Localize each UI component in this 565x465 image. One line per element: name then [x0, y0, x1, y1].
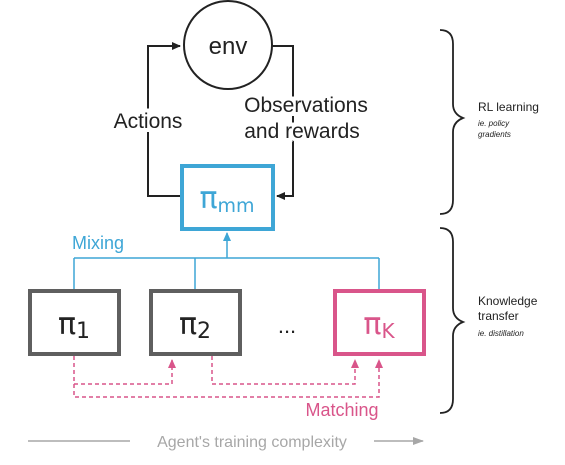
mixer-policy-box	[180, 164, 275, 231]
matching-1-to-k	[73, 359, 383, 398]
mixer-policy-label: πmm	[199, 181, 254, 217]
policy-box-1	[28, 289, 121, 356]
actions-label: Actions	[114, 110, 183, 133]
matching-2-to-k	[211, 356, 359, 385]
kt-title-line1: Knowledge	[478, 294, 538, 308]
policy-k-symbol: π	[363, 307, 381, 342]
rl-title: RL learning	[478, 100, 539, 114]
policy-label-k: πK	[363, 307, 395, 343]
policy-box-2	[149, 289, 242, 356]
kt-title-line2: transfer	[478, 309, 519, 323]
policy-1-symbol: π	[58, 307, 76, 342]
axis-label: Agent's training complexity	[157, 434, 347, 451]
policy-2-symbol: π	[179, 307, 197, 342]
policy-1-subscript: 1	[76, 319, 90, 344]
policy-label-2: π2	[179, 307, 211, 344]
kt-note: ie. distillation	[478, 329, 524, 338]
rl-note-line2: gradients	[478, 130, 511, 139]
env-label: env	[209, 33, 248, 60]
observations-label-line2: and rewards	[244, 120, 360, 143]
matching-1-to-2	[73, 356, 176, 385]
actions-arrow	[147, 42, 182, 197]
ellipsis: ...	[278, 313, 296, 338]
rl-note-line1: ie. policy	[478, 119, 510, 128]
mixer-symbol: π	[199, 181, 217, 216]
matching-label: Matching	[305, 400, 378, 420]
observations-label-line1: Observations	[244, 94, 368, 117]
policy-box-k	[333, 289, 426, 356]
mixing-label: Mixing	[72, 233, 124, 253]
mixer-subscript: mm	[218, 195, 255, 217]
kt-bracket	[439, 227, 466, 414]
rl-bracket	[439, 29, 466, 215]
policy-label-1: π1	[58, 307, 90, 344]
matching-connectors	[73, 356, 383, 398]
observations-arrow	[272, 45, 294, 200]
policy-2-subscript: 2	[197, 319, 211, 344]
policy-k-subscript: K	[381, 319, 395, 343]
